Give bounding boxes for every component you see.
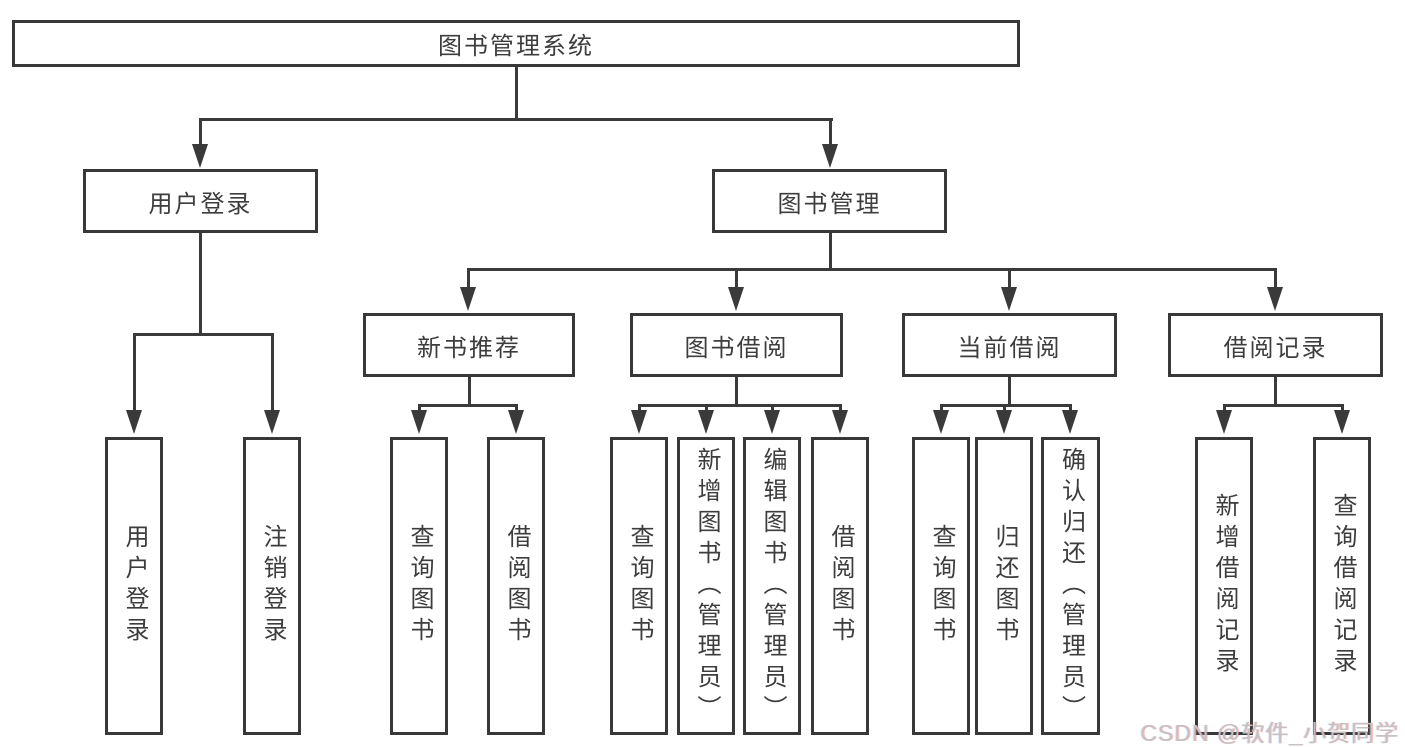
connector-book-management-hline xyxy=(467,268,1277,271)
leaf-user-login: 用户登录 xyxy=(105,437,163,735)
leaf-current-query-book-label: 查询图书 xyxy=(928,524,955,648)
arrowhead-current-borrow xyxy=(1001,287,1017,311)
leaf-logout-label: 注销登录 xyxy=(259,524,286,648)
leaf-recommend-borrow-book-label: 借阅图书 xyxy=(503,524,530,648)
leaf-logout: 注销登录 xyxy=(243,437,301,735)
leaf-borrow-borrow-book: 借阅图书 xyxy=(811,437,869,735)
node-book-borrow-label: 图书借阅 xyxy=(684,334,789,362)
leaf-borrow-query-book: 查询图书 xyxy=(610,437,668,735)
leaf-records-add-record: 新增借阅记录 xyxy=(1195,437,1253,735)
arrowhead-recommend-query-book xyxy=(411,410,427,434)
leaf-borrow-add-book-admin: 新增图书（管理员） xyxy=(677,437,735,735)
node-user-login-label: 用户登录 xyxy=(148,190,253,218)
node-book-borrow: 图书借阅 xyxy=(630,313,843,377)
connector-borrow-records-stem xyxy=(1274,377,1277,407)
arrowhead-borrow-edit-book xyxy=(764,410,780,434)
leaf-records-add-record-label: 新增借阅记录 xyxy=(1211,493,1238,679)
connector-user-login-hline xyxy=(133,333,274,336)
node-book-management: 图书管理 xyxy=(712,169,947,233)
leaf-records-query-record: 查询借阅记录 xyxy=(1313,437,1371,735)
connector-arrow-shaft-leaf-user-login xyxy=(133,333,136,412)
arrowhead-recommend-borrow-book xyxy=(508,410,524,434)
connector-arrow-shaft-leaf-logout xyxy=(271,333,274,412)
connector-arrow-shaft-borrow-records xyxy=(1274,268,1277,290)
connector-root-arrow-shaft-left xyxy=(199,118,202,148)
connector-arrow-shaft-current-borrow xyxy=(1008,268,1011,290)
connector-arrow-shaft-borrow-edit xyxy=(771,404,774,413)
node-root: 图书管理系统 xyxy=(12,20,1020,67)
connector-new-book-stem xyxy=(468,377,471,407)
connector-arrow-shaft-records-query xyxy=(1341,404,1344,413)
leaf-current-confirm-return-admin: 确认归还（管理员） xyxy=(1041,437,1100,735)
node-user-login: 用户登录 xyxy=(83,169,318,233)
connector-current-borrow-stem xyxy=(1008,377,1011,407)
connector-arrow-shaft-current-confirm xyxy=(1069,404,1072,413)
leaf-recommend-query-book: 查询图书 xyxy=(390,437,448,735)
leaf-borrow-edit-book-admin: 编辑图书（管理员） xyxy=(743,437,801,735)
leaf-records-query-record-label: 查询借阅记录 xyxy=(1329,493,1356,679)
csdn-watermark: CSDN @软件_小贺同学 xyxy=(1140,720,1399,746)
arrowhead-current-confirm-return xyxy=(1062,410,1078,434)
leaf-current-return-book-label: 归还图书 xyxy=(991,524,1018,648)
leaf-current-query-book: 查询图书 xyxy=(912,437,970,735)
node-borrow-records: 借阅记录 xyxy=(1168,313,1383,377)
connector-arrow-shaft-records-add xyxy=(1223,404,1226,413)
leaf-user-login-label: 用户登录 xyxy=(121,524,148,648)
arrowhead-to-book-management xyxy=(822,144,838,168)
arrowhead-current-query-book xyxy=(933,410,949,434)
connector-root-stem xyxy=(515,67,518,121)
connector-root-arrow-shaft-right xyxy=(829,118,832,148)
node-book-management-label: 图书管理 xyxy=(777,190,882,218)
arrowhead-current-return-book xyxy=(996,410,1012,434)
connector-arrow-shaft-current-query xyxy=(940,404,943,413)
arrowhead-new-book-recommend xyxy=(460,287,476,311)
connector-book-management-stem xyxy=(829,233,832,271)
node-new-book-recommend: 新书推荐 xyxy=(363,313,575,377)
connector-arrow-shaft-recommend-query xyxy=(418,404,421,413)
leaf-recommend-borrow-book: 借阅图书 xyxy=(487,437,545,735)
leaf-current-confirm-return-admin-label: 确认归还（管理员） xyxy=(1057,446,1085,726)
leaf-borrow-add-book-admin-label: 新增图书（管理员） xyxy=(693,446,720,726)
leaf-recommend-query-book-label: 查询图书 xyxy=(406,524,433,648)
leaf-current-return-book: 归还图书 xyxy=(975,437,1033,735)
leaf-borrow-edit-book-admin-label: 编辑图书（管理员） xyxy=(759,446,786,726)
arrowhead-to-user-login xyxy=(192,144,208,168)
node-root-label: 图书管理系统 xyxy=(438,33,594,60)
leaf-borrow-query-book-label: 查询图书 xyxy=(626,524,653,648)
arrowhead-leaf-user-login xyxy=(126,410,142,434)
node-new-book-recommend-label: 新书推荐 xyxy=(417,334,521,362)
arrowhead-leaf-logout xyxy=(264,410,280,434)
connector-arrow-shaft-new-book xyxy=(467,268,470,290)
connector-arrow-shaft-borrow-borrow xyxy=(839,404,842,413)
node-borrow-records-label: 借阅记录 xyxy=(1223,334,1328,362)
node-current-borrow-label: 当前借阅 xyxy=(957,334,1062,362)
arrowhead-records-query-record xyxy=(1334,410,1350,434)
connector-user-login-stem xyxy=(199,233,202,336)
connector-arrow-shaft-current-return xyxy=(1003,404,1006,413)
connector-arrow-shaft-recommend-borrow xyxy=(515,404,518,413)
arrowhead-borrow-records xyxy=(1267,287,1283,311)
connector-book-borrow-hline xyxy=(638,404,841,407)
arrowhead-borrow-borrow-book xyxy=(832,410,848,434)
leaf-borrow-borrow-book-label: 借阅图书 xyxy=(827,524,854,648)
connector-arrow-shaft-borrow-query xyxy=(638,404,641,413)
connector-arrow-shaft-borrow-add xyxy=(705,404,708,413)
connector-book-borrow-stem xyxy=(735,377,738,407)
node-current-borrow: 当前借阅 xyxy=(902,313,1117,377)
connector-root-hline xyxy=(199,118,833,121)
arrowhead-borrow-query-book xyxy=(631,410,647,434)
connector-new-book-hline xyxy=(418,404,518,407)
arrowhead-records-add-record xyxy=(1216,410,1232,434)
arrowhead-borrow-add-book xyxy=(698,410,714,434)
arrowhead-book-borrow xyxy=(728,287,744,311)
connector-borrow-records-hline xyxy=(1223,404,1344,407)
connector-arrow-shaft-book-borrow xyxy=(735,268,738,290)
